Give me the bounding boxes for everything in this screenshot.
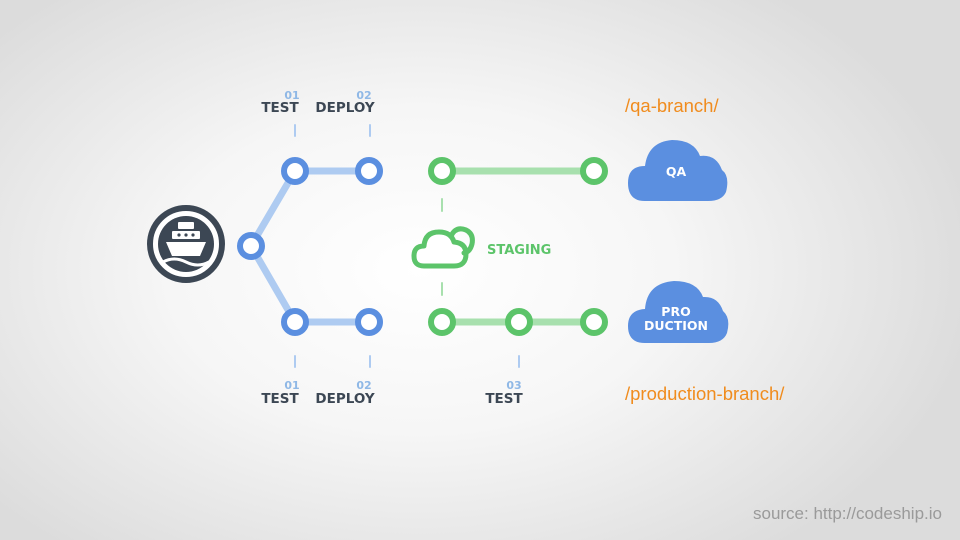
node-start bbox=[237, 232, 265, 260]
bottom-step-2-num: 02 bbox=[356, 379, 371, 392]
bottom-step-1-label: TEST bbox=[261, 391, 299, 407]
bottom-step-3-num: 03 bbox=[506, 379, 521, 392]
source-note: source: http://codeship.io bbox=[752, 504, 942, 523]
production-cloud-icon bbox=[628, 281, 729, 343]
staging-label: STAGING bbox=[487, 243, 551, 258]
node-bottom-deploy bbox=[355, 308, 383, 336]
node-top-staging bbox=[428, 157, 456, 185]
top-step-2-num: 02 bbox=[356, 89, 371, 102]
qa-branch-label: /qa-branch/ bbox=[625, 95, 719, 116]
qa-cloud-icon bbox=[628, 140, 728, 201]
top-step-1-num: 01 bbox=[284, 89, 299, 102]
cloud-outline-icon bbox=[411, 226, 475, 269]
bottom-steps: 01 TEST 02 DEPLOY 03 TEST bbox=[261, 379, 523, 407]
node-top-end bbox=[580, 157, 608, 185]
tick-marks bbox=[294, 124, 520, 368]
top-step-2-label: DEPLOY bbox=[315, 100, 374, 116]
node-bottom-test bbox=[281, 308, 309, 336]
node-bottom-test-3 bbox=[505, 308, 533, 336]
qa-cloud-label: QA bbox=[666, 164, 687, 179]
connector-start-to-top bbox=[247, 167, 299, 250]
bottom-step-1-num: 01 bbox=[284, 379, 299, 392]
bottom-step-2-label: DEPLOY bbox=[315, 391, 374, 407]
pipeline-nodes bbox=[237, 157, 608, 336]
production-cloud-label-line2: DUCTION bbox=[644, 318, 708, 333]
top-steps: 01 TEST 02 DEPLOY bbox=[261, 89, 375, 116]
node-bottom-end bbox=[580, 308, 608, 336]
connector-start-to-bottom bbox=[247, 242, 299, 326]
node-top-test bbox=[281, 157, 309, 185]
top-step-1-label: TEST bbox=[261, 100, 299, 116]
bottom-step-3-label: TEST bbox=[485, 391, 523, 407]
node-bottom-staging bbox=[428, 308, 456, 336]
ship-logo-icon bbox=[147, 205, 225, 283]
production-branch-label: /production-branch/ bbox=[625, 383, 785, 404]
production-cloud-label-line1: PRO bbox=[661, 304, 690, 319]
node-top-deploy bbox=[355, 157, 383, 185]
